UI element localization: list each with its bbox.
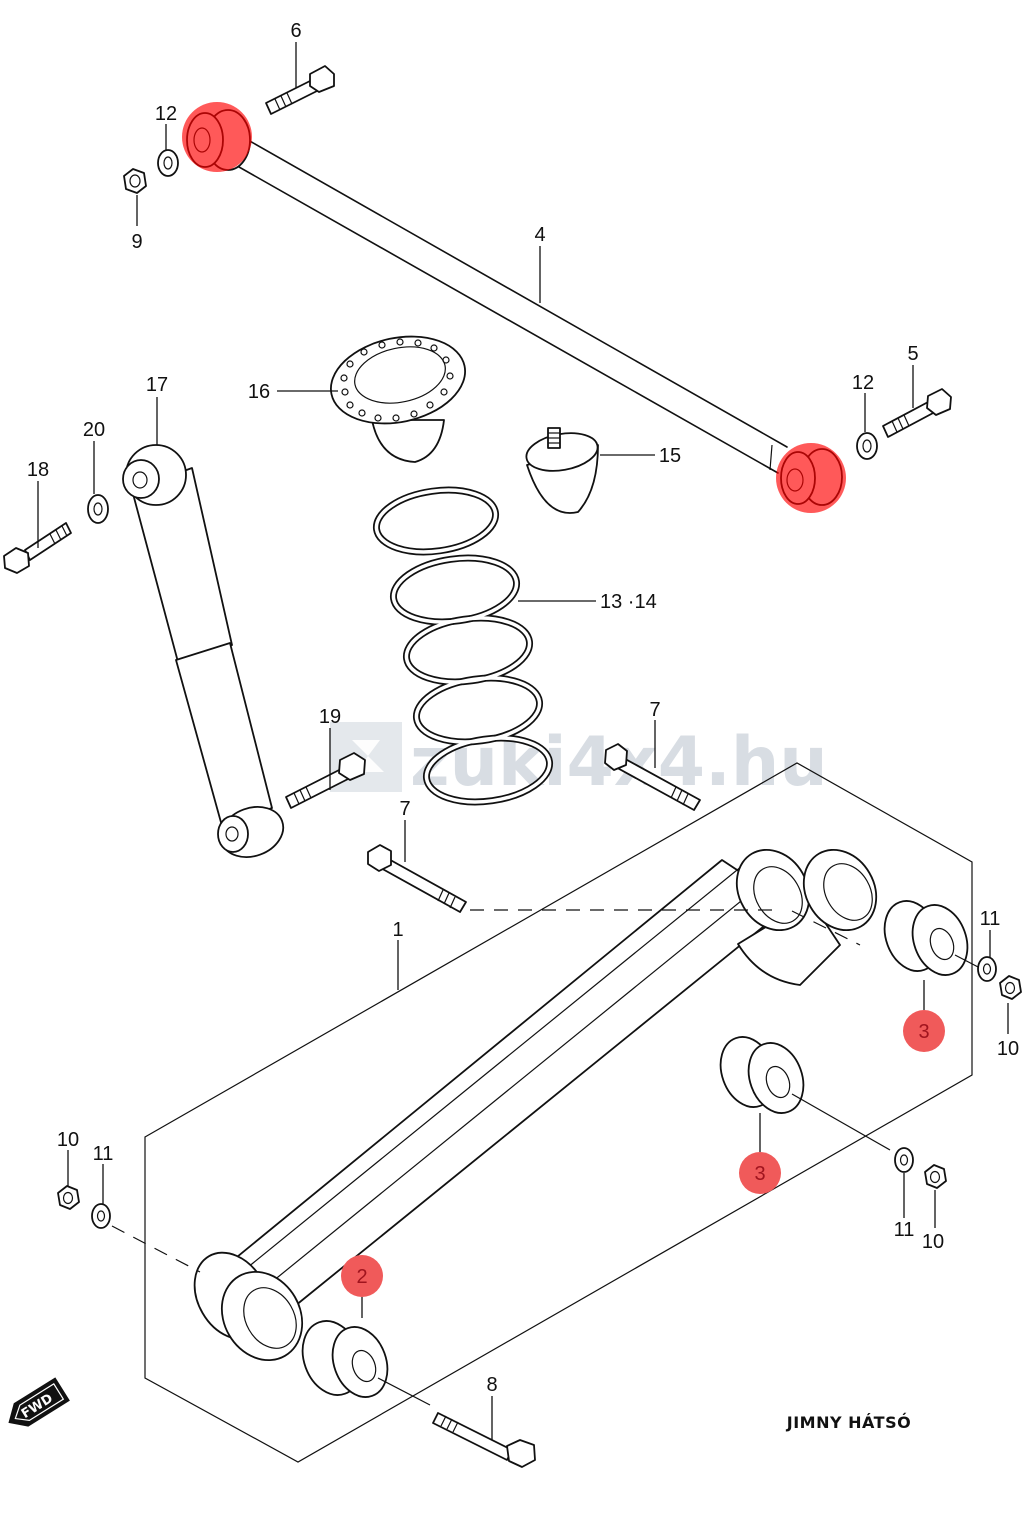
bushing-3-lower	[719, 1036, 891, 1151]
washer-11-left	[91, 1203, 111, 1229]
trailing-arm-1	[193, 848, 878, 1362]
washer-11-lower	[894, 1147, 914, 1173]
callout-1: 1	[392, 919, 403, 941]
spring-upper-seat-16	[330, 335, 466, 463]
callout-18: 18	[27, 459, 49, 481]
bolt-7-left	[367, 844, 467, 913]
watermark: zuki4x4.hu	[330, 722, 828, 802]
callout-12-right: 12	[852, 372, 874, 394]
nut-10-right	[999, 975, 1022, 1000]
bolt-19	[285, 752, 366, 809]
lateral-rod	[186, 109, 843, 506]
callout-7-left: 7	[399, 798, 410, 820]
callout-11-left: 11	[93, 1143, 114, 1165]
callout-8: 8	[486, 1374, 497, 1396]
washer-11-right	[977, 956, 997, 982]
badge-2: 2	[341, 1255, 383, 1297]
callout-5: 5	[907, 343, 918, 365]
washer-12-right	[856, 432, 878, 460]
nut-9	[123, 168, 147, 194]
leader-lines	[37, 42, 1009, 1440]
callout-12-top: 12	[155, 103, 177, 125]
bushing-2	[301, 1320, 431, 1406]
callout-10-left: 10	[57, 1129, 79, 1151]
badge-3-upper-label: 3	[918, 1021, 929, 1043]
badge-3-lower: 3	[739, 1152, 781, 1194]
callout-6: 6	[290, 20, 301, 42]
fwd-arrow-icon: FWD	[8, 1377, 70, 1427]
callout-7-right: 7	[649, 699, 660, 721]
coil-spring-inner	[374, 488, 552, 804]
callout-16: 16	[248, 381, 270, 403]
callout-9: 9	[131, 231, 142, 253]
callout-20: 20	[83, 419, 105, 441]
callout-13-14: 13 ·14	[600, 591, 657, 613]
callout-15: 15	[659, 445, 681, 467]
bump-stop-15	[525, 427, 599, 514]
badge-3-upper: 3	[903, 1010, 945, 1052]
diagram-title: JIMNY HÁTSÓ	[786, 1413, 911, 1432]
shock-absorber-17	[122, 444, 285, 858]
bolt-18	[3, 522, 72, 574]
callout-11-lower: 11	[894, 1219, 915, 1241]
badge-3-lower-label: 3	[754, 1163, 765, 1185]
washer-20	[87, 494, 109, 524]
callout-4: 4	[534, 224, 545, 246]
bushing-3-upper	[883, 900, 981, 976]
highlight-circle-right	[776, 443, 846, 513]
badge-2-label: 2	[356, 1266, 367, 1288]
callout-11-right: 11	[980, 908, 1001, 930]
callout-10-right: 10	[997, 1038, 1019, 1060]
bolt-7-right	[604, 743, 701, 811]
assembly-frame	[144, 762, 973, 1463]
callout-19: 19	[319, 706, 341, 728]
bolt-5	[882, 388, 952, 438]
callout-labels: 6 12 9 4 5 12 16 15 17 20 18 13 ·14 19 7…	[27, 20, 1019, 1396]
highlight-circle-left	[182, 102, 252, 172]
bolt-8	[432, 1412, 536, 1468]
nut-10-lower	[924, 1164, 947, 1189]
nut-10-left	[57, 1185, 80, 1210]
washer-12-top	[157, 149, 179, 177]
guide-lines	[111, 909, 861, 1273]
callout-17: 17	[146, 374, 168, 396]
bolt-6	[265, 65, 335, 115]
callout-10-lower: 10	[922, 1231, 944, 1253]
